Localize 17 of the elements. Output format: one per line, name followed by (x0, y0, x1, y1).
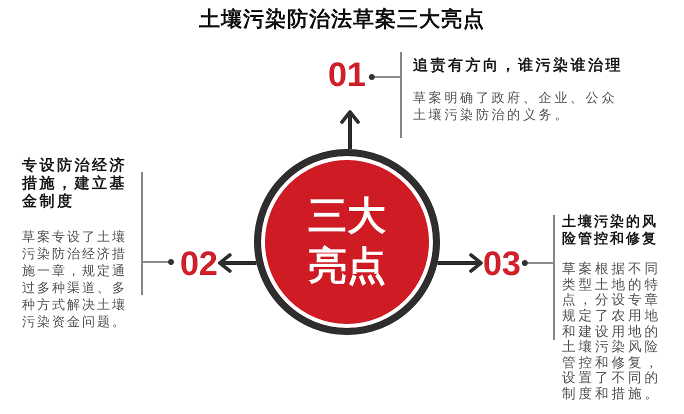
leader-line (522, 260, 553, 266)
callout-text: 草案明确了政府、企业、公众土壤污染防治的义务。 (413, 90, 618, 124)
leader-line (143, 259, 174, 265)
leader-line (368, 74, 400, 80)
callout-text: 草案根据不同类型土地的特点，分设专章规定了农用地和建设用地的土壤污染风险管控和修复，设置了不同的制度和措施。 (562, 262, 662, 403)
callout-heading: 追责有方向，谁污染谁治理 (413, 55, 624, 75)
arrow (218, 253, 256, 273)
step-number: 02 (180, 247, 218, 281)
circle-label: 三大亮点 (306, 193, 387, 291)
arrow (438, 253, 483, 273)
step-number: 03 (483, 247, 521, 281)
callout-text: 草案专设了土壤污染防治经济措施一章，规定通过多种渠道、多种方式解决土壤污染资金问题。 (22, 228, 128, 330)
callout-heading: 专设防治经济措施，建立基金制度 (22, 156, 128, 210)
arrow (340, 110, 360, 150)
callout-heading: 土壤污染的风险管控和修复 (562, 214, 659, 248)
step-number: 01 (328, 58, 366, 92)
title: 土壤污染防治法草案三大亮点 (199, 6, 485, 32)
